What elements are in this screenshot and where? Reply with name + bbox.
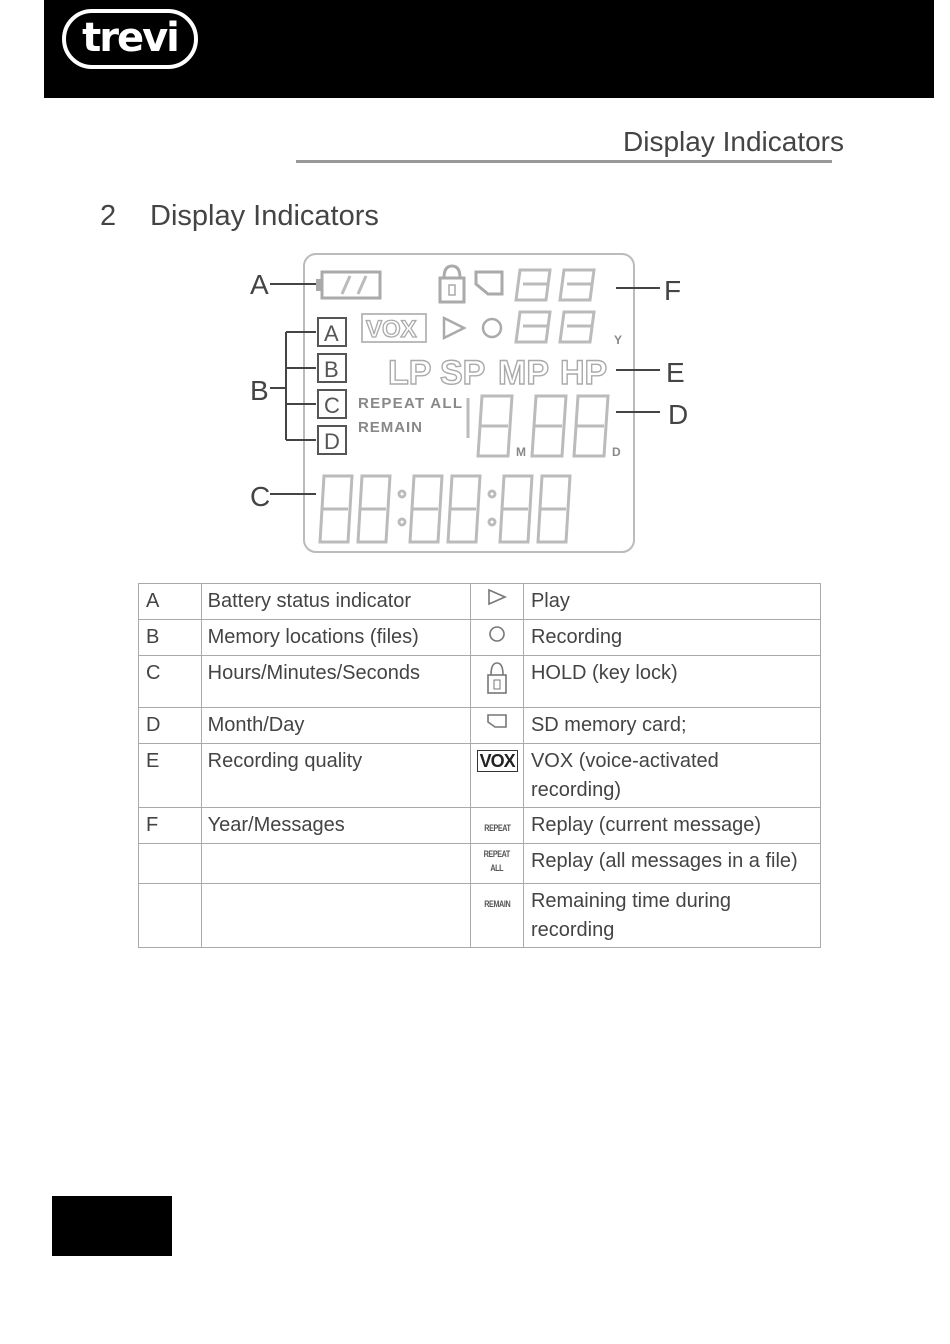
section-divider bbox=[296, 160, 832, 163]
remain-indicator: REMAIN bbox=[358, 419, 422, 436]
table-row: REPEAT ALL Replay (all messages in a fil… bbox=[138, 843, 822, 884]
table-row: B Memory locations (files) Recording bbox=[138, 619, 822, 656]
sd-card-icon bbox=[474, 270, 504, 296]
heading-number: 2 bbox=[100, 200, 117, 232]
table-row: E Recording quality VOX VOX (voice-activ… bbox=[138, 743, 822, 808]
table-row: F Year/Messages REPEAT Replay (current m… bbox=[138, 807, 822, 844]
message-digits bbox=[514, 310, 596, 344]
lock-icon bbox=[487, 662, 507, 694]
time-digits bbox=[318, 474, 572, 544]
callout-f-label: F bbox=[664, 275, 681, 306]
callout-c-label: C bbox=[250, 481, 270, 512]
trevi-logo: trevi bbox=[62, 9, 198, 69]
table-row: C Hours/Minutes/Seconds HOLD (key lock) bbox=[138, 655, 822, 708]
legend-table: A Battery status indicator Play B Memory… bbox=[138, 583, 822, 948]
callout-d-label: D bbox=[668, 399, 688, 430]
svg-text:LP: LP bbox=[388, 354, 431, 392]
svg-text:A: A bbox=[324, 321, 339, 346]
memory-slot-c: C bbox=[317, 389, 347, 419]
heading-title: Display Indicators bbox=[150, 200, 379, 232]
vox-indicator: VOX bbox=[366, 316, 417, 343]
play-icon bbox=[442, 315, 467, 341]
lock-icon bbox=[438, 264, 466, 304]
repeat-icon: REPEAT bbox=[484, 823, 511, 833]
page-heading: 2 Display Indicators bbox=[100, 200, 379, 233]
memory-slot-b: B bbox=[317, 353, 347, 383]
callout-b-label: B bbox=[250, 375, 269, 406]
svg-text:B: B bbox=[324, 357, 339, 382]
callout-e-label: E bbox=[666, 357, 685, 388]
quality-indicators: LP SP MP HP bbox=[387, 353, 608, 392]
remain-icon: REMAIN bbox=[484, 899, 511, 909]
record-icon bbox=[481, 317, 503, 339]
table-row: REMAIN Remaining time during recording bbox=[138, 883, 822, 948]
sd-card-icon bbox=[487, 714, 507, 728]
callout-a-label: A bbox=[250, 269, 269, 300]
play-icon bbox=[488, 588, 508, 606]
year-digits bbox=[514, 268, 596, 302]
repeat-all-icon: REPEAT ALL bbox=[484, 849, 511, 873]
svg-text:C: C bbox=[324, 393, 340, 418]
svg-text:HP: HP bbox=[560, 354, 607, 392]
svg-text:MP: MP bbox=[498, 354, 549, 392]
memory-slot-d: D bbox=[317, 425, 347, 455]
svg-text:SP: SP bbox=[440, 354, 485, 392]
section-title: Display Indicators bbox=[623, 126, 844, 157]
svg-text:D: D bbox=[324, 429, 340, 454]
vox-icon: VOX bbox=[476, 750, 518, 772]
memory-slot-a: A bbox=[317, 317, 347, 347]
table-row: D Month/Day SD memory card; bbox=[138, 707, 822, 744]
repeat-all-indicator: REPEAT ALL bbox=[358, 395, 462, 412]
battery-icon bbox=[316, 270, 382, 300]
month-day-digits bbox=[466, 394, 610, 458]
unit-d: D bbox=[612, 445, 621, 459]
page-number-box bbox=[52, 1196, 172, 1256]
unit-m: M bbox=[516, 445, 526, 459]
unit-y: Y bbox=[614, 333, 622, 347]
record-icon bbox=[489, 626, 505, 642]
table-row: A Battery status indicator Play bbox=[138, 583, 822, 620]
lcd-display-diagram: A F B A B C D VOX Y LP SP M bbox=[250, 253, 688, 553]
